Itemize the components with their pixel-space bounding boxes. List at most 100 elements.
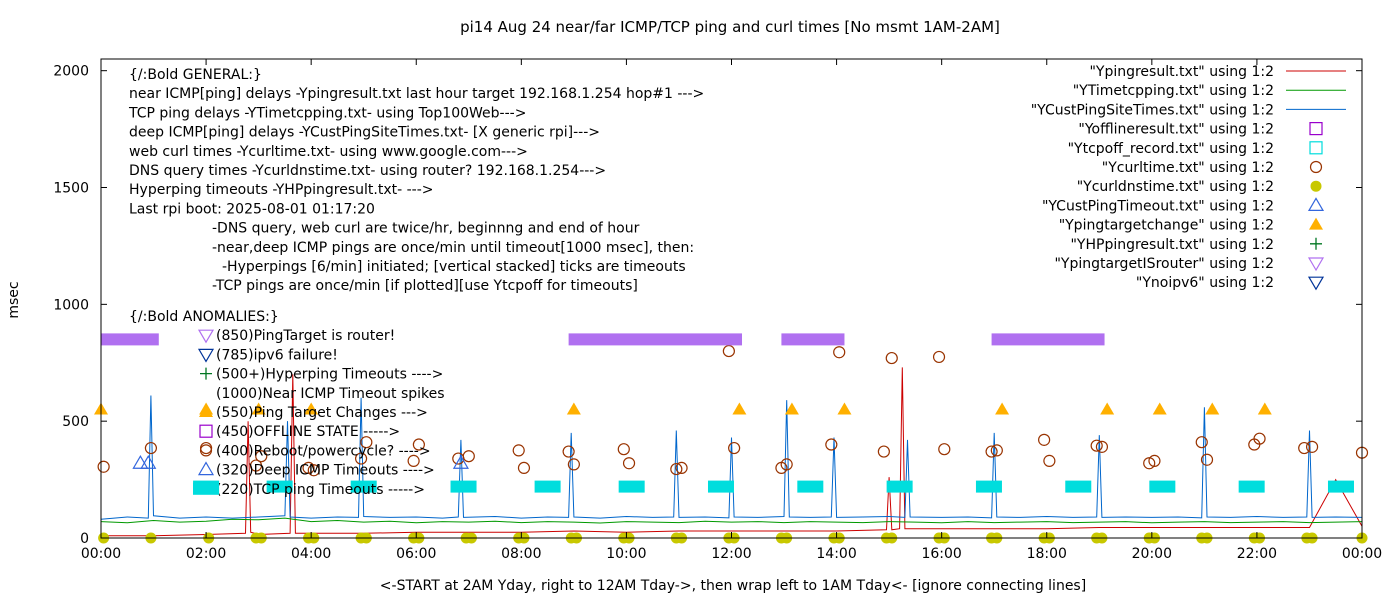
- data-point: [1038, 433, 1051, 446]
- annotation-text: (320)Deep ICMP Timeouts ---->: [216, 463, 435, 479]
- x-tick-label: 20:00: [1132, 546, 1172, 562]
- annotation-text: (400)Reboot/powercycle? ---->: [216, 443, 431, 459]
- data-point: [1200, 453, 1214, 466]
- x-tick-label: 14:00: [816, 546, 856, 562]
- y-tick-label: 1000: [53, 297, 89, 313]
- annotation-marker: [199, 444, 213, 457]
- legend-entry: "Ynoipv6" using 1:2: [1136, 275, 1274, 291]
- data-point: [412, 438, 425, 451]
- data-point: [144, 441, 158, 455]
- legend-marker: [1310, 237, 1322, 250]
- series-5: [193, 480, 1354, 493]
- annotation-text: (785)ipv6 failure!: [216, 347, 338, 363]
- data-point: [675, 461, 688, 475]
- data-point: [825, 438, 838, 451]
- data-point: [618, 480, 645, 493]
- annotation-text: -Hyperpings [6/min] initiated; [vertical…: [222, 259, 686, 275]
- legend-marker: [1309, 141, 1323, 155]
- y-tick-label: 1500: [53, 181, 89, 197]
- x-tick-label: 10:00: [606, 546, 646, 562]
- annotation-text: Last rpi boot: 2025-08-01 01:17:20: [129, 201, 375, 217]
- annotation-text: web curl times -Ycurltime.txt- using www…: [129, 144, 528, 160]
- x-tick-label: 16:00: [921, 546, 961, 562]
- data-point: [354, 452, 368, 465]
- data-point: [886, 480, 913, 493]
- data-point: [1253, 432, 1266, 445]
- x-tick-label: 18:00: [1027, 546, 1067, 562]
- data-point: [1327, 480, 1354, 493]
- data-point: [360, 436, 373, 449]
- annotation-text: {/:Bold ANOMALIES:}: [129, 309, 279, 325]
- data-point: [780, 458, 793, 471]
- annotation-text: near ICMP[ping] delays -Ypingresult.txt …: [129, 86, 704, 102]
- annotation-text: Hyperping timeouts -YHPpingresult.txt- -…: [129, 182, 434, 198]
- annotation-text: deep ICMP[ping] delays -YCustPingSiteTim…: [129, 125, 600, 141]
- data-point: [833, 346, 846, 359]
- legend-entry: "Yofflineresult.txt" using 1:2: [1078, 122, 1274, 138]
- x-tick-label: 04:00: [291, 546, 331, 562]
- annotation-text: DNS query times -Ycurldnstime.txt- using…: [129, 163, 606, 179]
- data-point: [249, 459, 263, 472]
- legend-entry: "Ypingtargetchange" using 1:2: [1059, 218, 1274, 234]
- y-tick-label: 0: [80, 531, 89, 547]
- x-tick-label: 00:00: [81, 546, 121, 562]
- x-tick-label: 00:00: [1342, 546, 1382, 562]
- data-point: [990, 444, 1003, 457]
- legend-entry: "Ycurltime.txt" using 1:2: [1102, 160, 1274, 176]
- legend-entry: "YCustPingSiteTimes.txt" using 1:2: [1031, 102, 1274, 118]
- series-line: [100, 517, 1363, 524]
- data-point: [251, 402, 266, 415]
- y-axis-label: msec: [6, 281, 22, 318]
- legend-entry: "YpingtargetISrouter" using 1:2: [1054, 256, 1274, 272]
- data-point: [450, 480, 477, 493]
- annotation-marker: [199, 424, 213, 438]
- data-point: [797, 480, 824, 493]
- chart-title: pi14 Aug 24 near/far ICMP/TCP ping and c…: [460, 18, 1000, 36]
- annotation-marker: [197, 348, 215, 363]
- data-point: [512, 444, 525, 457]
- legend-entry: "YHPpingresult.txt" using 1:2: [1070, 237, 1274, 253]
- series-6: [97, 344, 1369, 477]
- annotation-marker: [197, 329, 215, 344]
- annotation-marker: [199, 405, 213, 417]
- data-point: [1065, 480, 1092, 493]
- data-point: [302, 461, 315, 475]
- legend-marker: [1307, 197, 1325, 211]
- x-tick-label: 06:00: [396, 546, 436, 562]
- data-point: [1148, 454, 1161, 467]
- data-point: [985, 445, 998, 458]
- data-point: [407, 454, 420, 467]
- data-point: [707, 480, 734, 493]
- legend-marker: [1307, 257, 1325, 272]
- y-tick-label: 500: [62, 414, 89, 430]
- x-axis-label: <-START at 2AM Yday, right to 12AM Tday-…: [380, 578, 1086, 594]
- data-point: [350, 480, 377, 493]
- data-point: [670, 462, 683, 476]
- data-point: [617, 443, 630, 456]
- data-point: [199, 441, 213, 455]
- data-point: [1238, 480, 1265, 493]
- data-point: [784, 402, 799, 415]
- data-point: [462, 450, 475, 463]
- x-tick-label: 08:00: [501, 546, 541, 562]
- legend-marker: [1309, 217, 1323, 230]
- annotation-marker: [200, 367, 212, 380]
- annotation-text: (500+)Hyperping Timeouts ---->: [216, 367, 443, 383]
- data-point: [728, 441, 741, 455]
- data-point: [562, 445, 575, 458]
- data-point: [885, 351, 898, 365]
- legend-entry: "Ycurldnstime.txt" using 1:2: [1077, 179, 1274, 195]
- annotation-text: -TCP pings are once/min [if plotted][use…: [212, 278, 638, 294]
- data-point: [1100, 402, 1115, 415]
- data-point: [1143, 457, 1156, 470]
- data-point: [932, 350, 946, 364]
- data-point: [732, 402, 747, 415]
- y-tick-label: 2000: [53, 64, 89, 80]
- legend-marker: [1309, 160, 1323, 174]
- series-2: [100, 517, 1363, 524]
- data-point: [1305, 440, 1319, 453]
- data-point: [534, 480, 561, 493]
- data-point: [722, 344, 735, 358]
- data-point: [1095, 440, 1109, 453]
- data-point: [307, 464, 320, 477]
